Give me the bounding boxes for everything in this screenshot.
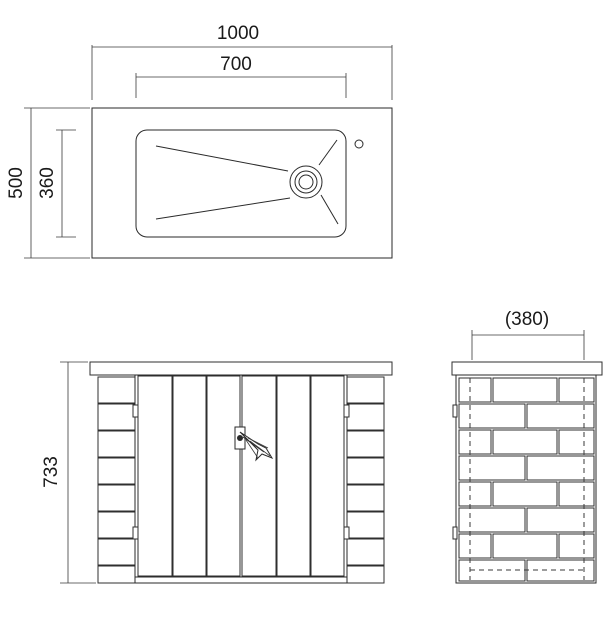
dim-733: 733 [41,361,96,584]
dim-733-label: 733 [41,456,62,488]
drain-icon [289,165,323,199]
top-view: 1000 700 500 360 [6,23,393,259]
dim-500: 500 [6,107,90,259]
counter-top-outline [91,107,393,259]
side-body-outline [455,374,597,584]
front-left-pillar [97,376,136,584]
side-bricks [458,377,595,582]
dim-380-label: (380) [505,309,549,330]
front-right-pillar [346,376,385,584]
side-top-slab [451,361,603,376]
side-hinges [452,404,458,540]
front-top-slab [89,361,393,376]
door-planks [137,375,345,577]
dim-1000-label: 1000 [217,23,259,44]
basin-slope-lines [155,139,339,225]
faucet-hole [354,139,364,149]
dim-700-label: 700 [220,54,252,75]
dim-360: 360 [37,129,76,238]
dim-500-label: 500 [6,167,27,199]
basin-outline [135,129,347,238]
door-hinges [132,404,350,540]
dim-1000: 1000 [91,23,393,100]
side-view: (380) [451,309,603,584]
side-hidden-cabinet [469,378,585,580]
dim-700: 700 [135,54,347,98]
door-latch-icon [234,426,274,462]
dim-360-label: 360 [37,167,58,199]
door-frame [134,374,348,584]
front-view: 733 [41,361,393,584]
dim-380: (380) [471,309,585,360]
